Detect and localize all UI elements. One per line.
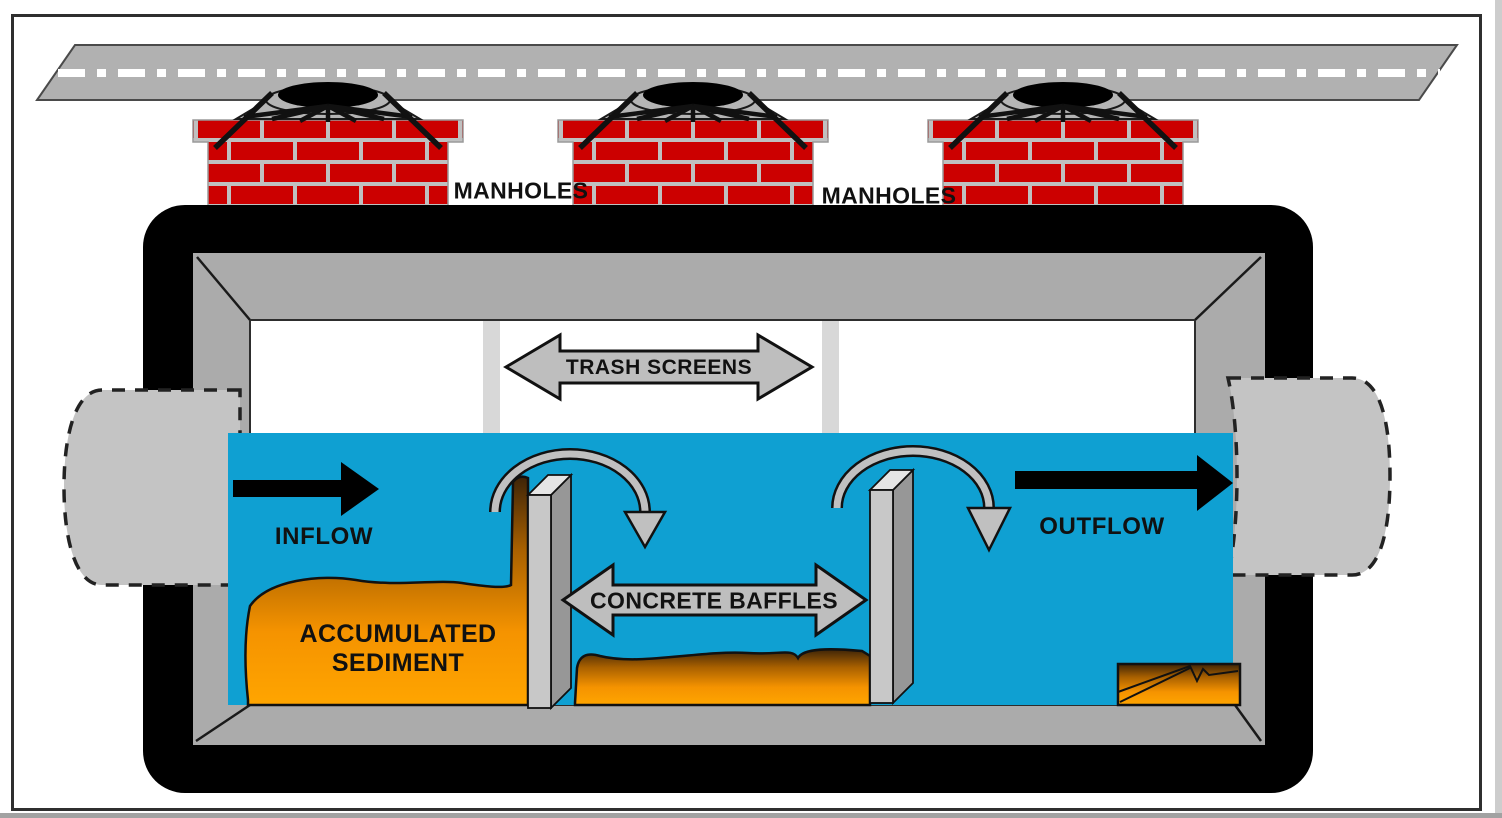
overflow-arrow-right <box>831 445 1013 553</box>
page-edge-right <box>1495 0 1502 818</box>
concrete-baffles-arrow <box>560 562 869 638</box>
sediment-chamber3 <box>1116 662 1242 707</box>
outflow-pipe <box>1225 376 1392 577</box>
manholes-label-right: MANHOLES <box>821 182 957 209</box>
manholes-label-left: MANHOLES <box>453 177 589 204</box>
accumulated-sediment-label: ACCUMULATED SEDIMENT <box>300 620 497 678</box>
outflow-arrow <box>1015 455 1233 511</box>
trash-screen-right <box>822 321 839 433</box>
road <box>35 44 1459 101</box>
baffle-right <box>867 467 916 706</box>
trash-screen-left <box>483 321 500 433</box>
baffle-left <box>525 472 574 711</box>
inflow-label: INFLOW <box>274 523 374 550</box>
vault-corner-lines <box>195 256 1263 743</box>
figure-border <box>11 14 1482 811</box>
inflow-arrow <box>233 462 379 516</box>
accumulated-sediment-line2: SEDIMENT <box>331 649 465 677</box>
sediment-chamber2 <box>573 648 872 707</box>
page-edge-bottom <box>0 813 1502 818</box>
outflow-label: OUTFLOW <box>1039 513 1165 540</box>
inflow-pipe <box>62 388 242 587</box>
concrete-baffles-label: CONCRETE BAFFLES <box>590 587 838 614</box>
trash-screens-label: TRASH SCREENS <box>565 356 753 379</box>
accumulated-sediment-line1: ACCUMULATED <box>299 620 497 648</box>
overflow-arrow-left <box>489 448 668 550</box>
trash-screens-arrow <box>503 332 815 402</box>
